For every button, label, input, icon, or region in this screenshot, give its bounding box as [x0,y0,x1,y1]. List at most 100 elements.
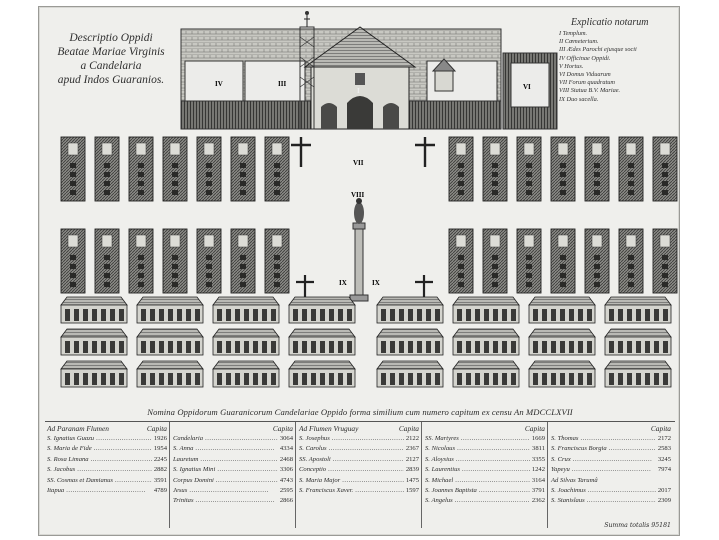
town-name: Corpus Domini [173,476,278,485]
town-name: S. Maria Major [299,476,404,485]
census-row: Candelaria3064 [173,434,293,444]
house-block [448,228,474,294]
house-block [618,228,644,294]
town-population: 3064 [279,435,293,442]
census-row: Trinitas2866 [173,496,293,506]
long-house [528,296,596,324]
house-blocks [60,136,678,388]
census-row: S. Maria Major1475 [299,476,419,486]
town-name: S. Angelus [425,496,530,505]
census-row: S. Maria de Fide1954 [47,444,167,454]
capita-label: Capita [272,424,293,433]
town-population: 2595 [279,487,293,495]
census-row: S. Ignatius Guazu1926 [47,434,167,444]
town-population: 2367 [405,445,419,453]
town-name: S. Joachimus [551,486,656,495]
house-block [60,228,86,294]
town-name: S. Nicolaus [425,444,530,453]
town-population: 4334 [279,445,293,453]
census-row: S. Ignatius Mini3306 [173,465,293,475]
house-block [584,136,610,202]
column-heading-text: Ad Paranam Flumen [47,424,109,433]
census-row: Jesus2595 [173,486,293,496]
legend-item: I Templum. [559,30,588,37]
census-row: S. Franciscus Xaver.1597 [299,486,419,496]
census-row: Yapeyu7974 [551,465,671,475]
town-population: 1669 [531,435,545,442]
town-name: SS. Apostoli [299,455,404,464]
house-block [448,136,474,202]
census-row: Lauretum2468 [173,455,293,465]
long-house [452,328,520,356]
long-house [60,296,128,324]
town-population: 4743 [279,476,293,484]
town-population: 1954 [153,445,167,453]
house-block [482,136,508,202]
town-name: S. Maria de Fide [47,444,152,453]
town-name: Lauretum [173,455,278,464]
map-numeral-iii: III [278,80,286,88]
census-total: Summa totalis 95181 [604,522,671,529]
town-population: 2309 [657,497,671,505]
town-population: 3355 [531,455,545,463]
census-row: S. Carolus2367 [299,444,419,454]
census-row: Conceptio2839 [299,465,419,475]
column-heading-text: Ad Flumen Vruguay [299,424,359,433]
census-row: SS. Cosmas et Damianus3591 [47,476,167,486]
house-block [264,136,290,202]
town-population: 1242 [531,466,545,474]
long-house [136,296,204,324]
house-block [230,136,256,202]
legend-item: V Hortus. [559,62,584,70]
town-name: Ad Silvas Tarumâ [551,476,598,484]
town-population: 3791 [531,487,545,495]
capita-label: Capita [650,424,671,433]
house-block [550,136,576,202]
town-name: S. Franciscus Borgia [551,444,656,453]
legend-title: Explicatio notarum [571,17,649,28]
title-line: Beatae Mariae Virginis [57,46,165,58]
map-numeral-iv: IV [215,80,223,88]
long-house [212,296,280,324]
legend: Explicatio notarum I Templum. II Cœmeter… [559,17,677,104]
long-house [288,328,356,356]
town-name: S. Anna [173,444,278,453]
map-numeral-ix-right: IX [372,279,380,287]
census-row: S. Josephus2122 [299,434,419,444]
census-table: Nomina Oppidorum Guaranicorum Candelaria… [45,405,675,531]
town-population: 7974 [657,466,671,474]
map-title: Descriptio Oppidi Beatae Mariae Virginis… [47,31,175,87]
census-row: S. Joachimus2017 [551,486,671,496]
town-plan-map: IV III I VI VII VIII IX IX [60,11,678,388]
house-block [128,228,154,294]
town-population: 3591 [153,476,167,484]
long-house [376,360,444,388]
long-house [288,296,356,324]
town-population: 2882 [153,466,167,474]
long-house [528,328,596,356]
long-house [604,328,672,356]
town-name: S. Aloysius [425,455,530,464]
census-row: S. Laurentius1242 [425,465,545,475]
house-block [196,136,222,202]
town-name: S. Michael [425,476,530,485]
census-row: S. Michael3164 [425,476,545,486]
town-name: S. Rosa Limana [47,455,152,464]
long-house [212,328,280,356]
long-house [136,328,204,356]
town-population: 1926 [153,435,167,442]
house-block [618,136,644,202]
long-house [60,360,128,388]
census-row: S. Aloysius3355 [425,455,545,465]
census-row: S. Crux3245 [551,455,671,465]
census-row: Itapua4789 [47,486,167,496]
town-population: 1597 [405,487,419,495]
town-population: 2866 [279,497,293,505]
column-divider [421,422,422,528]
house-block [162,136,188,202]
long-house [60,328,128,356]
town-name: SS. Martyres [425,434,530,443]
legend-item: VIII Statua B.V. Mariae. [559,87,621,95]
